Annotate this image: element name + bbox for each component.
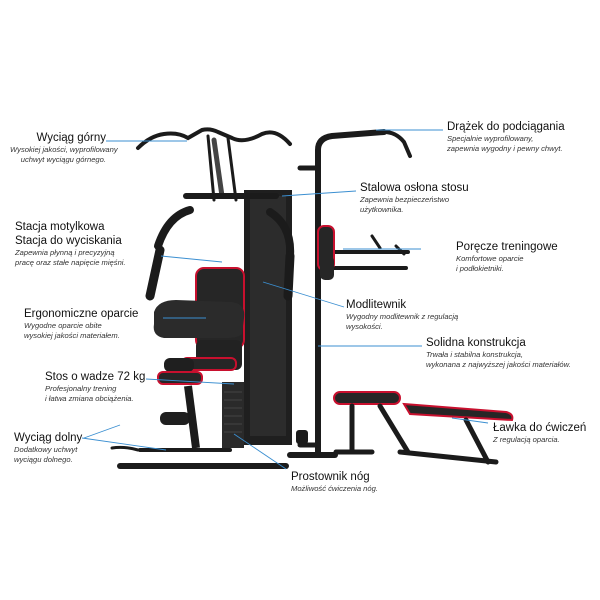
callout-construction: Solidna konstrukcja Trwała i stabilna ko…: [426, 336, 571, 370]
callout-upper-pulley-desc-1: Wysokiej jakości, wyprofilowany: [10, 145, 118, 154]
callout-upper-pulley: Wyciąg górny Wysokiej jakości, wyprofilo…: [10, 131, 118, 165]
callout-lower-pulley-desc-2: wyciągu dolnego.: [14, 455, 73, 464]
callout-bench-desc-1: Z regulacją oparcia.: [493, 435, 560, 444]
callout-dip-bars-title: Poręcze treningowe: [456, 241, 558, 253]
seat: [181, 340, 242, 371]
callout-dip-bars-desc-1: Komfortowe oparcie: [456, 254, 524, 263]
callout-stack-cover: Stalowa osłona stosu Zapewnia bezpieczeń…: [360, 181, 469, 215]
callout-weight-stack-title: Stos o wadze 72 kg: [45, 371, 146, 383]
callout-butterfly-title-2: Stacja do wyciskania: [15, 235, 122, 247]
backrest: [153, 267, 245, 349]
callout-stack-cover-desc-2: użytkownika.: [360, 205, 404, 214]
callout-upper-pulley-desc-2: uchwyt wyciągu górnego.: [20, 155, 106, 164]
callout-weight-stack: Stos o wadze 72 kg Profesjonalny trening…: [45, 370, 145, 404]
callout-backrest-desc-2: wysokiej jakości materiałem.: [24, 331, 120, 340]
callout-butterfly-desc-1: Zapewnia płynną i precyzyjną: [15, 248, 115, 257]
callout-construction-desc-2: wykonana z najwyższej jakości materiałów…: [426, 360, 571, 369]
callout-backrest-title: Ergonomiczne oparcie: [24, 308, 139, 320]
callout-pullup-bar: Drążek do podciągania Specjalnie wyprofi…: [447, 120, 565, 154]
callout-dip-bars-desc-2: i podłokietniki.: [456, 264, 504, 273]
callout-preacher-curl-desc-2: wysokości.: [346, 322, 383, 331]
callout-butterfly-press: Stacja motylkowa Stacja do wyciskania Za…: [15, 220, 126, 268]
callout-pullup-bar-desc-1: Specjalnie wyprofilowany,: [447, 134, 534, 143]
base-frame: [110, 445, 289, 469]
callout-leg-extension-title: Prostownik nóg: [291, 471, 370, 483]
leg-extension: [157, 358, 203, 449]
callout-stack-cover-desc-1: Zapewnia bezpieczeństwo: [360, 195, 450, 204]
callout-pullup-bar-title: Drążek do podciągania: [447, 121, 565, 133]
callout-preacher-curl-desc-1: Wygodny modlitewnik z regulacją: [346, 312, 459, 321]
callout-butterfly-desc-2: pracę oraz stałe napięcie mięśni.: [15, 258, 126, 267]
callout-weight-stack-desc-1: Profesjonalny trening: [45, 384, 117, 393]
callout-dip-bars: Poręcze treningowe Komfortowe oparcie i …: [456, 240, 558, 274]
callout-construction-desc-1: Trwała i stabilna konstrukcja,: [426, 350, 523, 359]
dip-pads: [317, 225, 335, 280]
callout-leg-extension: Prostownik nóg Możliwość ćwiczenia nóg.: [291, 470, 378, 494]
callout-stack-cover-title: Stalowa osłona stosu: [360, 182, 469, 194]
callout-lower-pulley-desc-1: Dodatkowy uchwyt: [14, 445, 78, 454]
callout-backrest-desc-1: Wygodne oparcie obite: [24, 321, 102, 330]
callout-backrest: Ergonomiczne oparcie Wygodne oparcie obi…: [24, 307, 138, 341]
weight-stack-frame: [222, 190, 308, 448]
callout-lower-pulley: Wyciąg dolny Dodatkowy uchwyt wyciągu do…: [14, 431, 82, 465]
callout-bench: Ławka do ćwiczeń Z regulacją oparcia.: [493, 421, 586, 445]
callout-leg-extension-desc-1: Możliwość ćwiczenia nóg.: [291, 484, 378, 493]
leader-lines: [81, 129, 489, 470]
callout-weight-stack-desc-2: i łatwa zmiana obciążenia.: [45, 394, 134, 403]
callout-upper-pulley-title: Wyciąg górny: [36, 132, 106, 144]
exercise-bench: [333, 391, 514, 465]
callout-pullup-bar-desc-2: zapewnia wygodny i pewny chwyt.: [447, 144, 563, 153]
callout-construction-title: Solidna konstrukcja: [426, 337, 526, 349]
callout-preacher-curl: Modlitewnik Wygodny modlitewnik z regula…: [346, 298, 458, 332]
callout-butterfly-title-1: Stacja motylkowa: [15, 221, 105, 233]
callout-bench-title: Ławka do ćwiczeń: [493, 422, 587, 434]
press-arms: [145, 193, 295, 301]
callout-preacher-curl-title: Modlitewnik: [346, 299, 407, 311]
callout-lower-pulley-title: Wyciąg dolny: [14, 432, 83, 444]
lat-pulldown-bar: [136, 127, 292, 202]
